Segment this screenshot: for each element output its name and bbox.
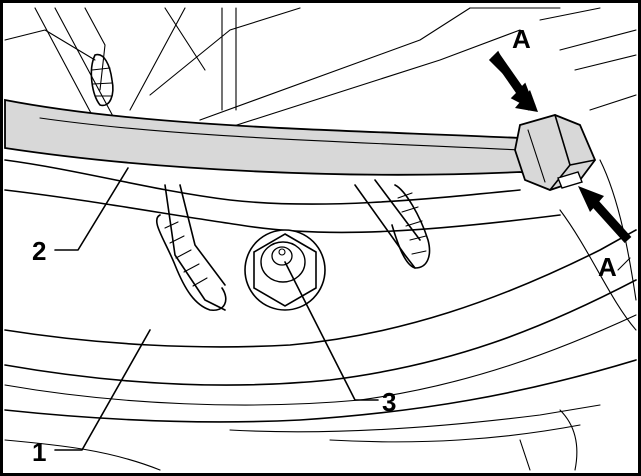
frame-rail <box>4 159 637 471</box>
arrow-a-bottom <box>578 186 632 244</box>
arrow-a-top-label: A <box>512 24 531 54</box>
callout-1: 1 <box>32 437 46 467</box>
arrow-a-bottom-label: A <box>598 252 617 282</box>
left-bracket <box>155 184 227 311</box>
pipe-connector <box>514 114 597 191</box>
right-bracket <box>354 179 431 269</box>
callout-2: 2 <box>32 236 46 266</box>
leader-3 <box>284 261 379 401</box>
leader-lines <box>54 167 379 451</box>
leader-2 <box>54 167 129 251</box>
arrow-a-top <box>488 50 538 112</box>
upper-clip <box>90 53 114 107</box>
hex-nut <box>244 229 326 311</box>
callout-3: 3 <box>382 387 396 417</box>
leader-1 <box>54 329 151 451</box>
arrow-a-bottom-tick <box>617 257 631 271</box>
